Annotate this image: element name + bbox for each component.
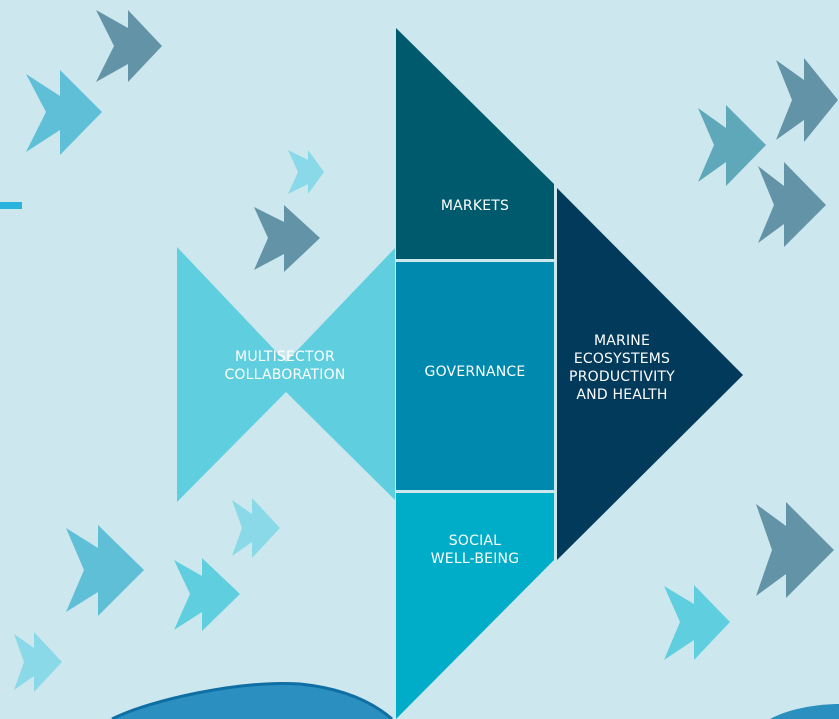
markets-segment bbox=[396, 28, 554, 259]
bottom-wave-crest bbox=[111, 682, 393, 719]
fish-icon bbox=[14, 632, 62, 692]
fish-icon bbox=[66, 525, 144, 616]
fish-icon bbox=[664, 585, 730, 660]
governance-label: GOVERNANCE bbox=[424, 364, 526, 380]
fish-icon-group bbox=[14, 10, 838, 692]
markets-label: MARKETS bbox=[440, 198, 510, 214]
fish-icon bbox=[96, 10, 162, 82]
fish-icon bbox=[756, 502, 834, 598]
fish-icon bbox=[698, 105, 766, 186]
collaboration-label: MULTISECTOR COLLABORATION bbox=[224, 349, 346, 383]
fish-icon bbox=[174, 558, 240, 631]
outcome-label: MARINE ECOSYSTEMS PRODUCTIVITY AND HEALT… bbox=[569, 333, 675, 403]
social-segment bbox=[396, 493, 554, 719]
collaboration-shape bbox=[177, 247, 395, 502]
fish-icon bbox=[232, 498, 280, 558]
fish-icon bbox=[776, 58, 838, 142]
accent-dash bbox=[0, 202, 22, 209]
fish-icon bbox=[26, 70, 102, 155]
outcome-head-shape bbox=[557, 188, 743, 560]
social-label: SOCIAL WELL-BEING bbox=[430, 533, 520, 567]
bottom-wave bbox=[112, 683, 392, 719]
governance-segment bbox=[396, 262, 554, 490]
bottom-wave bbox=[770, 704, 839, 719]
fish-icon bbox=[254, 205, 320, 272]
fish-icon bbox=[758, 162, 826, 247]
fish-icon bbox=[288, 150, 324, 194]
